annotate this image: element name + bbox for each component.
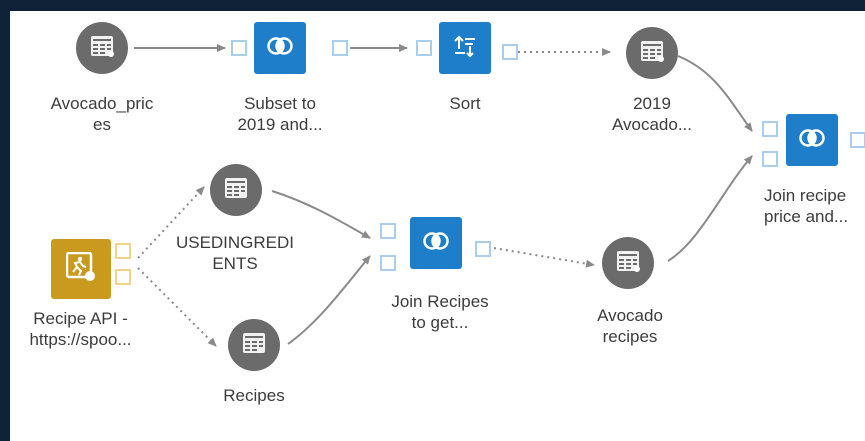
node-usedingredients[interactable] — [210, 164, 262, 216]
node-recipe-api[interactable] — [51, 239, 111, 299]
table-icon — [90, 35, 114, 62]
label-avocado-prices: Avocado_pric es — [50, 94, 154, 134]
edge-usedingredients-to-join-recipes — [271, 190, 371, 239]
node-sort[interactable] — [439, 22, 491, 74]
node-subset[interactable] — [254, 22, 306, 74]
node-join-price[interactable] — [786, 114, 838, 166]
node-avocado-recipes[interactable] — [602, 237, 654, 289]
label-join-recipes: Join Recipes to get... — [391, 292, 489, 332]
subset-output-port[interactable] — [332, 40, 348, 56]
label-sort: Sort — [449, 94, 481, 113]
node-recipes[interactable] — [228, 319, 280, 371]
join-icon — [266, 36, 294, 61]
node-2019-avocado[interactable] — [626, 27, 678, 79]
join-recipes-input-port-1[interactable] — [380, 223, 396, 239]
label-2019-avocado: 2019 Avocado... — [611, 94, 693, 134]
join-recipes-output-port[interactable] — [475, 241, 491, 257]
sort-input-port[interactable] — [416, 40, 432, 56]
edge-api-to-recipes — [137, 267, 217, 347]
edge-avocado-recipes-to-join-price — [667, 155, 753, 262]
flow-edges — [134, 44, 753, 347]
node-join-recipes[interactable] — [410, 217, 462, 269]
recipe-api-output-port-1[interactable] — [115, 243, 131, 259]
recipe-api-output-port-2[interactable] — [115, 269, 131, 285]
rest-api-icon — [65, 251, 96, 287]
edge-recipes-to-join-recipes — [287, 255, 371, 345]
join-price-output-port[interactable] — [850, 132, 865, 148]
label-recipes: Recipes — [223, 386, 285, 405]
label-subset: Subset to 2019 and... — [237, 94, 323, 134]
table-icon — [640, 40, 664, 67]
join-recipes-input-port-2[interactable] — [380, 255, 396, 271]
sort-icon — [453, 34, 477, 63]
flow-canvas: Avocado_pric es Subset to 2019 and... So… — [10, 11, 865, 441]
table-icon — [616, 250, 640, 277]
label-join-price: Join recipe price and... — [764, 186, 849, 226]
sort-output-port[interactable] — [502, 44, 518, 60]
label-recipe-api: Recipe API - https://spoo... — [29, 309, 132, 349]
edge-join-recipes-to-avocado-recipes — [493, 247, 595, 268]
join-icon — [798, 128, 826, 153]
join-price-input-port-2[interactable] — [762, 151, 778, 167]
table-icon — [242, 332, 266, 359]
table-icon — [224, 177, 248, 204]
edge-2019-avocado-to-join-price — [677, 55, 753, 132]
subset-input-port[interactable] — [231, 40, 247, 56]
label-avocado-recipes: Avocado recipes — [597, 306, 663, 346]
label-usedingredients: USEDINGREDI ENTS — [175, 233, 295, 273]
edge-api-to-usedingredients — [137, 186, 205, 259]
node-avocado-prices[interactable] — [76, 22, 128, 74]
join-price-input-port-1[interactable] — [762, 121, 778, 137]
join-icon — [422, 231, 450, 256]
